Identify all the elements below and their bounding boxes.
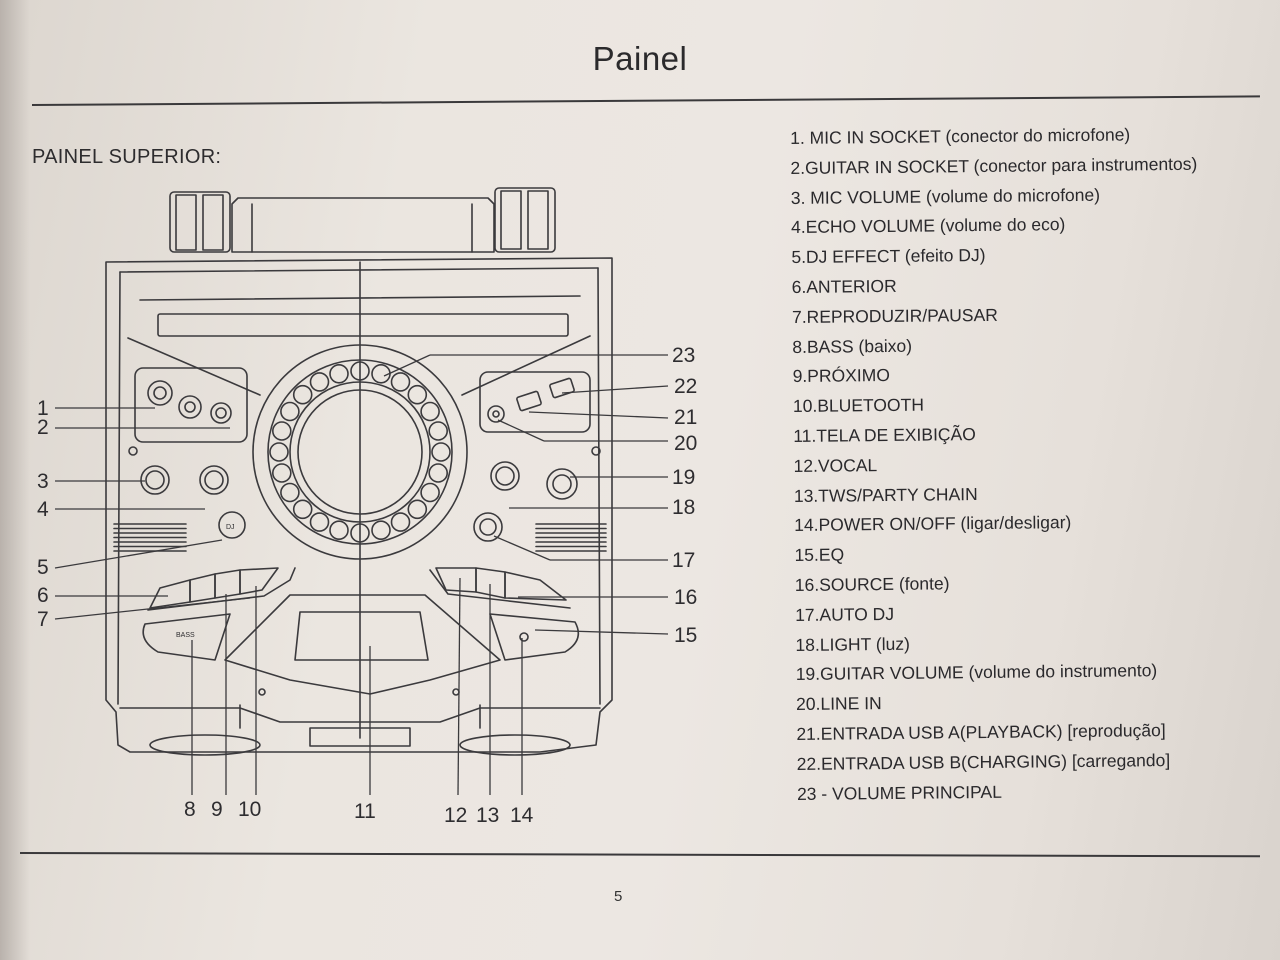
callout-13: 13 bbox=[476, 804, 499, 827]
callout-numbers: 1 2 3 4 5 6 7 8 9 10 11 12 13 14 15 16 1… bbox=[37, 344, 697, 827]
legend-item-5: 5.DJ EFFECT (efeito DJ) bbox=[791, 245, 986, 268]
legend-item-6: 6.ANTERIOR bbox=[791, 275, 897, 297]
leader-lines bbox=[54, 354, 669, 796]
top-panel-diagram: DJ BASS bbox=[37, 187, 697, 827]
legend-item-16: 16.SOURCE (fonte) bbox=[794, 573, 950, 595]
page-number: 5 bbox=[614, 888, 623, 905]
speaker-body bbox=[105, 257, 613, 753]
callout-10: 10 bbox=[238, 798, 261, 821]
parts-legend: 1. MIC IN SOCKET (conector do microfone)… bbox=[790, 120, 1204, 810]
callout-16: 16 bbox=[674, 586, 697, 609]
legend-item-1: 1. MIC IN SOCKET (conector do microfone) bbox=[790, 124, 1131, 148]
legend-item-13: 13.TWS/PARTY CHAIN bbox=[793, 483, 978, 506]
callout-3: 3 bbox=[37, 470, 49, 493]
callout-14: 14 bbox=[510, 804, 534, 827]
callout-23: 23 bbox=[672, 344, 695, 367]
legend-item-18: 18.LIGHT (luz) bbox=[795, 633, 910, 655]
callout-6: 6 bbox=[37, 584, 49, 607]
legend-item-17: 17.AUTO DJ bbox=[795, 603, 895, 625]
page-title: Painel bbox=[592, 40, 688, 77]
callout-9: 9 bbox=[211, 798, 223, 821]
callout-1: 1 bbox=[37, 397, 49, 420]
legend-item-2: 2.GUITAR IN SOCKET (conector para instru… bbox=[790, 153, 1198, 178]
legend-item-10: 10.BLUETOOTH bbox=[792, 394, 925, 417]
legend-item-4: 4.ECHO VOLUME (volume do eco) bbox=[790, 214, 1066, 238]
legend-item-20: 20.LINE IN bbox=[795, 693, 882, 715]
callout-8: 8 bbox=[184, 798, 196, 821]
legend-item-21: 21.ENTRADA USB A(PLAYBACK) [reprodução] bbox=[796, 720, 1166, 744]
speaker-grilles bbox=[113, 523, 607, 552]
legend-item-7: 7.REPRODUZIR/PAUSAR bbox=[791, 304, 998, 327]
legend-item-14: 14.POWER ON/OFF (ligar/desligar) bbox=[794, 512, 1072, 536]
callout-4: 4 bbox=[37, 498, 49, 521]
legend-item-19: 19.GUITAR VOLUME (volume do instrumento) bbox=[795, 660, 1158, 685]
callout-21: 21 bbox=[674, 406, 697, 429]
legend-item-22: 22.ENTRADA USB B(CHARGING) [carregando] bbox=[796, 749, 1171, 774]
legend-item-23: 23 - VOLUME PRINCIPAL bbox=[796, 781, 1002, 804]
callout-20: 20 bbox=[674, 432, 697, 455]
callout-5: 5 bbox=[37, 556, 49, 579]
callout-15: 15 bbox=[674, 624, 697, 647]
section-label: PAINEL SUPERIOR: bbox=[32, 146, 222, 168]
callout-11: 11 bbox=[354, 800, 376, 823]
callout-22: 22 bbox=[674, 375, 697, 398]
callout-19: 19 bbox=[672, 466, 695, 489]
ring-leds bbox=[269, 361, 451, 543]
legend-item-8: 8.BASS (baixo) bbox=[792, 335, 913, 357]
callout-18: 18 bbox=[672, 496, 695, 519]
callout-12: 12 bbox=[444, 804, 467, 827]
legend-item-15: 15.EQ bbox=[794, 544, 845, 566]
legend-item-12: 12.VOCAL bbox=[793, 454, 878, 476]
legend-item-9: 9.PRÓXIMO bbox=[792, 365, 890, 387]
legend-item-11: 11.TELA DE EXIBIÇÃO bbox=[793, 424, 976, 446]
callout-17: 17 bbox=[672, 549, 695, 572]
callout-7: 7 bbox=[37, 608, 49, 631]
bass-button-label: BASS bbox=[176, 632, 195, 639]
dj-button-label: DJ bbox=[226, 524, 235, 531]
carry-handle bbox=[169, 187, 556, 253]
main-volume-ring bbox=[252, 344, 468, 560]
page-edge-shadow bbox=[0, 0, 30, 960]
knobs bbox=[140, 461, 578, 542]
input-jacks bbox=[128, 377, 601, 456]
legend-item-3: 3. MIC VOLUME (volume do microfone) bbox=[790, 184, 1101, 208]
callout-2: 2 bbox=[37, 416, 49, 439]
